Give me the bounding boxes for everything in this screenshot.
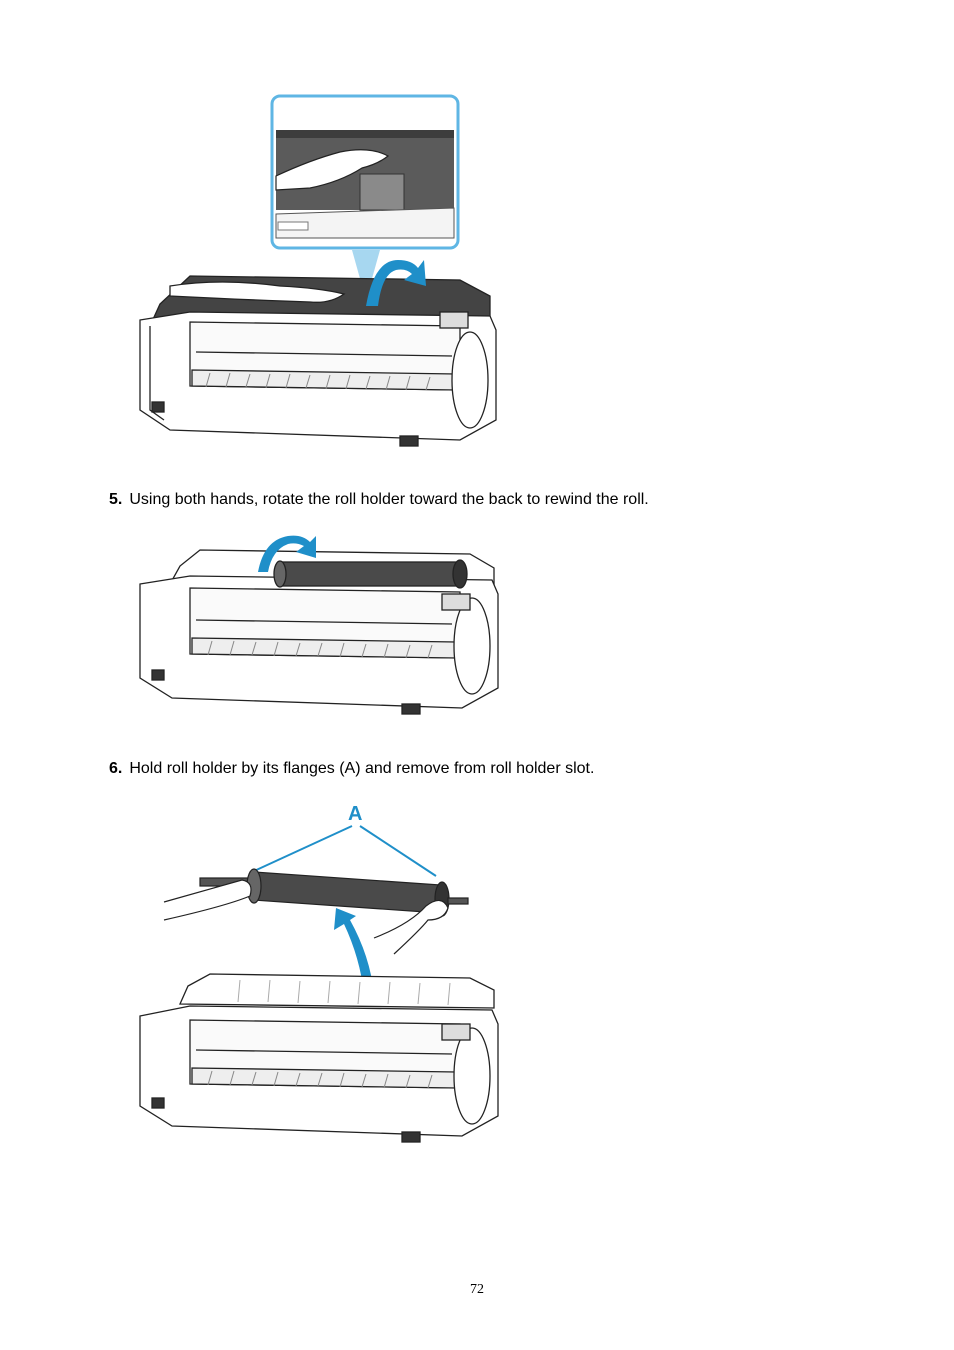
roll-holder — [163, 868, 469, 955]
callout-label-a: A — [348, 803, 362, 825]
step-5: 5. Using both hands, rotate the roll hold… — [109, 490, 649, 510]
step-6: 6. Hold roll holder by its flanges (A) an… — [109, 759, 594, 779]
printer-illustration — [139, 275, 497, 447]
printer-illustration — [139, 549, 499, 715]
step-6-number: 6. — [109, 760, 123, 777]
step-5-text: Using both hands, rotate the roll holder… — [129, 491, 649, 508]
printer-illustration — [139, 973, 499, 1143]
figure-rewind-roll — [139, 535, 499, 715]
step-5-number: 5. — [109, 491, 123, 508]
inset-callout — [270, 94, 460, 300]
lift-arrow — [334, 908, 374, 994]
figure-open-cover — [139, 94, 497, 447]
rotate-arrow — [366, 260, 426, 306]
rotate-arrow — [258, 535, 316, 572]
figure-remove-roll-holder: A — [139, 803, 499, 1143]
page-number: 72 — [470, 1282, 484, 1297]
step-6-text: Hold roll holder by its flanges (A) and … — [129, 760, 595, 777]
callout-lines — [251, 825, 437, 877]
